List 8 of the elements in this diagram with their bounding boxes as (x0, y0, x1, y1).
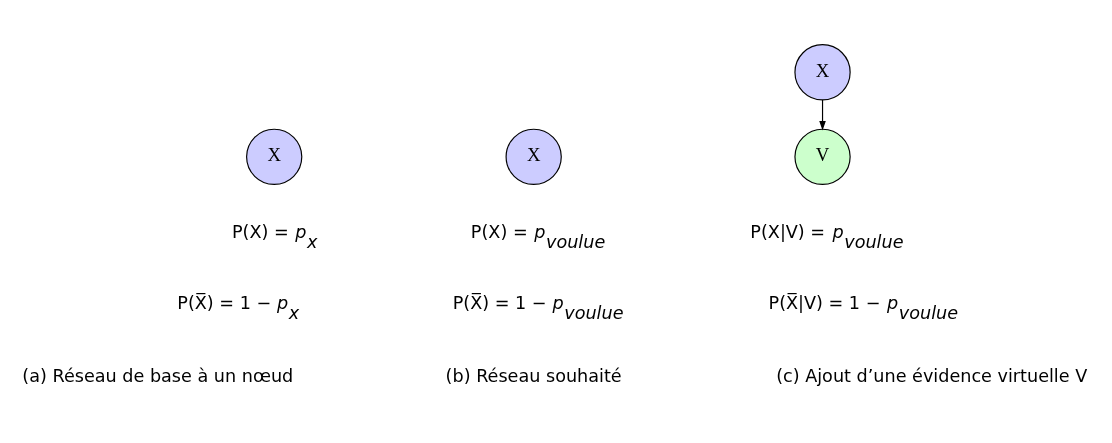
node-circle: X (505, 128, 562, 185)
node-circle: X (246, 128, 303, 185)
arrow (819, 98, 826, 130)
label: (c) Ajout d’une évidence virtuelle V (776, 365, 1088, 386)
node-circle: V (794, 128, 851, 185)
label: (b) Réseau souhaité (445, 365, 622, 386)
node-circle: X (794, 43, 851, 100)
label: (a) Réseau de base à un nœud (22, 365, 294, 386)
